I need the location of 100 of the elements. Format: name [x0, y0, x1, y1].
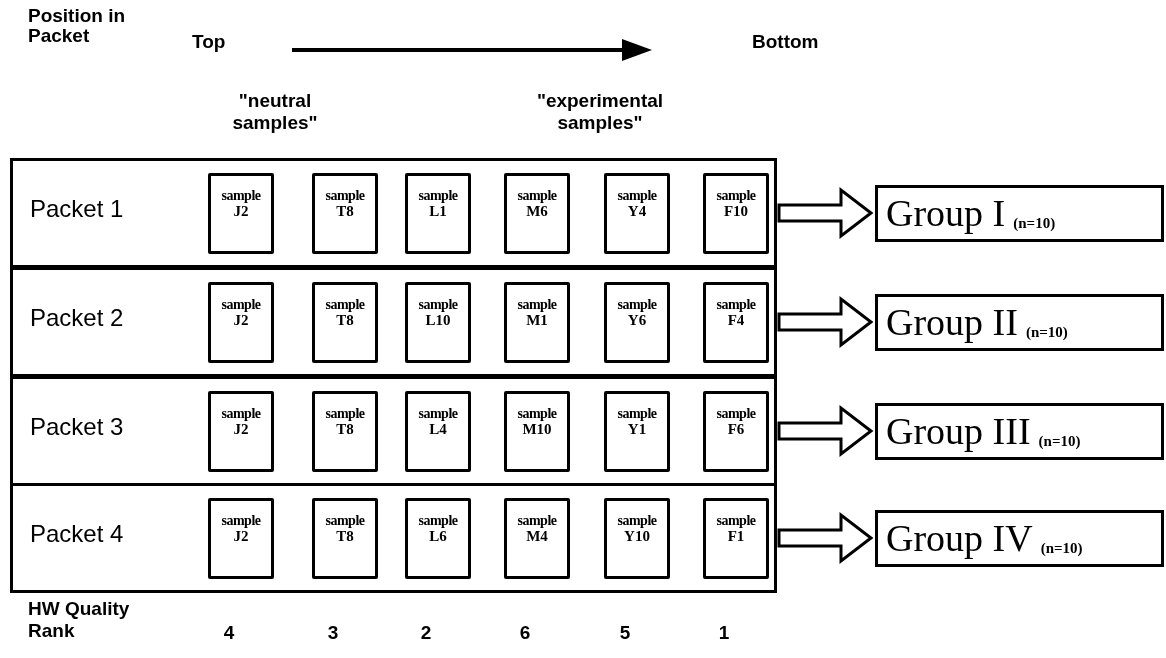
- rank-value: 5: [618, 622, 632, 644]
- sample-word: sample: [325, 297, 365, 312]
- group-size: (n=10): [1040, 538, 1083, 558]
- sample-code: Y10: [624, 528, 650, 545]
- group-name: Group I: [886, 190, 1006, 235]
- packet-row: [10, 158, 777, 268]
- rank-value: 2: [419, 622, 433, 644]
- block-arrow: [777, 295, 874, 349]
- sample-code: T8: [336, 421, 354, 438]
- sample-box: [604, 173, 670, 254]
- sample-code: F6: [727, 421, 745, 438]
- sample-box: [312, 498, 378, 579]
- group-box: [875, 509, 1164, 567]
- sample-word: sample: [325, 188, 365, 203]
- sample-code: J2: [233, 312, 249, 329]
- column-group-label: "neutral samples": [231, 90, 319, 134]
- sample-word: sample: [517, 297, 557, 312]
- sample-box: [208, 173, 274, 254]
- sample-box: [405, 498, 471, 579]
- group-size: (n=10): [1038, 431, 1081, 451]
- packet-row: [10, 267, 777, 377]
- block-arrow: [777, 511, 874, 565]
- sample-code: L4: [429, 421, 447, 438]
- group-size: (n=10): [1013, 213, 1056, 233]
- sample-box: [312, 282, 378, 363]
- sample-code: L1: [429, 203, 447, 220]
- sample-code: T8: [336, 203, 354, 220]
- sample-word: sample: [418, 513, 458, 528]
- group-name: Group IV: [886, 515, 1033, 560]
- sample-code: L6: [429, 528, 447, 545]
- sample-box: [208, 391, 274, 472]
- block-arrow: [777, 404, 874, 458]
- packet-label: Packet 3: [30, 413, 124, 441]
- position-label: Top: [192, 30, 226, 54]
- sample-word: sample: [716, 188, 756, 203]
- sample-box: [504, 391, 570, 472]
- position-label: Bottom: [752, 30, 819, 54]
- sample-code: M4: [526, 528, 548, 545]
- group-size: (n=10): [1025, 322, 1068, 342]
- sample-word: sample: [517, 513, 557, 528]
- sample-word: sample: [716, 406, 756, 421]
- sample-box: [504, 282, 570, 363]
- sample-word: sample: [221, 297, 261, 312]
- sample-word: sample: [221, 188, 261, 203]
- sample-code: J2: [233, 421, 249, 438]
- sample-word: sample: [418, 297, 458, 312]
- sample-word: sample: [617, 297, 657, 312]
- sample-code: T8: [336, 528, 354, 545]
- sample-code: M10: [522, 421, 552, 438]
- sample-word: sample: [517, 188, 557, 203]
- group-box: [875, 402, 1164, 460]
- sample-box: [703, 498, 769, 579]
- sample-word: sample: [221, 406, 261, 421]
- sample-code: F1: [727, 528, 745, 545]
- sample-box: [504, 173, 570, 254]
- group-box: [875, 184, 1164, 242]
- sample-box: [405, 282, 471, 363]
- packet-label: Packet 1: [30, 195, 124, 223]
- sample-code: M6: [526, 203, 548, 220]
- rank-value: 4: [222, 622, 236, 644]
- sample-code: F4: [727, 312, 745, 329]
- sample-box: [312, 391, 378, 472]
- sample-box: [604, 498, 670, 579]
- column-group-label: "experimental samples": [535, 90, 665, 134]
- sample-box: [504, 498, 570, 579]
- sample-word: sample: [325, 513, 365, 528]
- sample-box: [604, 282, 670, 363]
- row-label: HW Quality Rank: [28, 598, 131, 642]
- sample-word: sample: [418, 188, 458, 203]
- sample-box: [208, 498, 274, 579]
- rank-value: 1: [717, 622, 731, 644]
- sample-code: T8: [336, 312, 354, 329]
- group-name: Group III: [886, 408, 1031, 453]
- axis-label: Position in Packet: [28, 6, 127, 46]
- sample-box: [312, 173, 378, 254]
- sample-word: sample: [221, 513, 261, 528]
- packet-row: [10, 483, 777, 593]
- sample-box: [604, 391, 670, 472]
- sample-word: sample: [617, 513, 657, 528]
- sample-code: J2: [233, 528, 249, 545]
- sample-box: [703, 282, 769, 363]
- sample-box: [208, 282, 274, 363]
- sample-code: J2: [233, 203, 249, 220]
- sample-code: M1: [526, 312, 548, 329]
- sample-word: sample: [517, 406, 557, 421]
- group-name: Group II: [886, 299, 1018, 344]
- sample-box: [405, 173, 471, 254]
- sample-code: Y4: [627, 203, 647, 220]
- sample-word: sample: [716, 513, 756, 528]
- sample-box: [405, 391, 471, 472]
- block-arrow: [777, 186, 874, 240]
- sample-box: [703, 391, 769, 472]
- sample-code: F10: [723, 203, 749, 220]
- sample-code: Y1: [627, 421, 647, 438]
- sample-word: sample: [418, 406, 458, 421]
- sample-word: sample: [325, 406, 365, 421]
- sample-code: Y6: [627, 312, 647, 329]
- sample-word: sample: [617, 188, 657, 203]
- packet-label: Packet 4: [30, 520, 124, 548]
- sample-box: [703, 173, 769, 254]
